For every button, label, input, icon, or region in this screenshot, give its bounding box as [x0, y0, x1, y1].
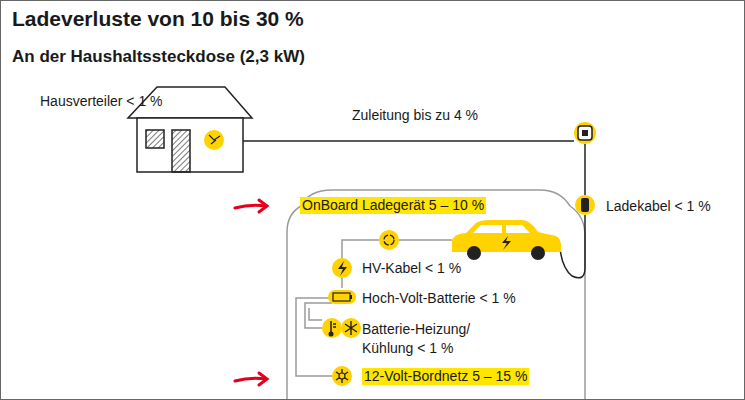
hv-cable-glyph: [338, 261, 347, 276]
supply-line: [243, 140, 574, 142]
lightning-icon: [502, 236, 511, 250]
wire: [296, 298, 332, 376]
loss-label: Ladekabel < 1 %: [606, 198, 711, 215]
component-loss: HV-Kabel < 1 %: [362, 260, 461, 277]
title: Ladeverluste von 10 bis 30 %: [12, 6, 304, 31]
car-wheel: [531, 246, 545, 260]
battery-glyph: [333, 293, 350, 301]
car-window: [473, 225, 502, 233]
battery-glyph: [350, 295, 352, 299]
component-loss: OnBoard Ladegerät 5 – 10 %: [300, 197, 486, 214]
component-icon: [332, 366, 352, 386]
red-arrow: [235, 200, 267, 385]
12v-glyph: [336, 369, 348, 383]
converter-glyph: [384, 235, 394, 245]
car-window: [506, 225, 530, 233]
socket-icon: [574, 122, 596, 144]
wire: [309, 308, 322, 320]
cooling-glyph: [345, 321, 357, 335]
car-icon: [452, 220, 561, 252]
subtitle: An der Haushaltssteckdose (2,3 kW): [12, 46, 305, 67]
loss-label: Zuleitung bis zu 4 %: [352, 107, 478, 124]
loss-label: Hausverteiler < 1 %: [40, 93, 163, 110]
component-icon: [379, 230, 399, 250]
vehicle-region: OnBoard Ladegerät 5 – 10 % HV-Kabel < 1 %…: [270, 185, 600, 400]
charging-cable: [560, 215, 585, 278]
plug-icon: [575, 195, 595, 215]
car-wheel: [467, 246, 481, 260]
component-icon: [328, 290, 356, 304]
component-loss: Batterie-Heizung/ Kühlung < 1 %: [362, 320, 482, 358]
12v-glyph: [339, 373, 345, 379]
component-icon: [341, 318, 361, 338]
component-icon: [322, 318, 342, 338]
vehicle-outline: [287, 190, 585, 400]
heating-glyph: [331, 321, 336, 332]
charging-cable: [584, 144, 586, 195]
component-loss: 12-Volt-Bordnetz 5 – 15 %: [362, 368, 529, 385]
component-icon: [332, 258, 352, 278]
wire: [341, 278, 343, 288]
heating-glyph: [329, 332, 334, 337]
component-loss: Hoch-Volt-Batterie < 1 %: [362, 290, 516, 307]
